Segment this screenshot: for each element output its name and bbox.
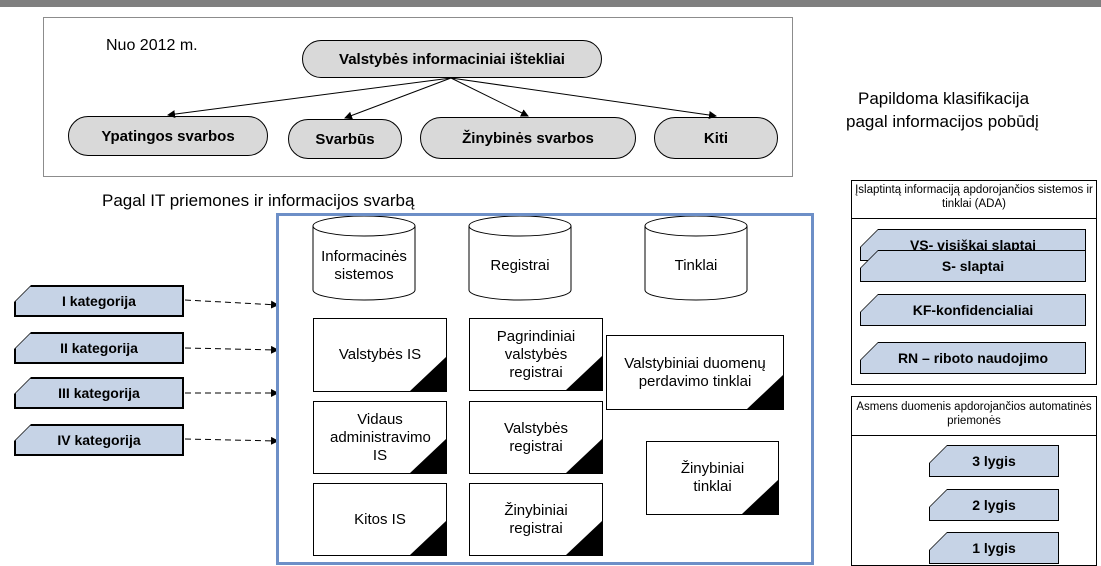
- category-1: I kategorija: [15, 286, 183, 316]
- top-divider: [0, 0, 1101, 7]
- cylinder-label-registrai: Registrai: [490, 257, 550, 274]
- ada-item-4-shape: RN – riboto naudojimo: [860, 342, 1086, 374]
- category-3: III kategorija: [15, 378, 183, 408]
- corner-mark: [410, 439, 446, 473]
- ada-item-4-label: RN – riboto naudojimo: [861, 343, 1085, 373]
- personal-item-3-shape: 1 lygis: [929, 532, 1059, 564]
- cylinder-body-3: [644, 226, 748, 301]
- registry-box-2-label: Valstybės registrai: [504, 419, 568, 455]
- registry-box-1-label: Pagrindiniai valstybės registrai: [496, 327, 576, 381]
- child-node-2: Svarbūs: [288, 119, 402, 159]
- personal-item-2-label: 2 lygis: [930, 490, 1058, 520]
- network-box-1-label: Valstybiniai duomenų perdavimo tinklai: [624, 354, 766, 390]
- corner-mark: [566, 439, 602, 473]
- corner-mark: [410, 357, 446, 391]
- child-node-3: Žinybinės svarbos: [420, 117, 636, 159]
- cylinder-body-1: [312, 226, 416, 301]
- corner-mark: [410, 521, 446, 555]
- since-label: Nuo 2012 m.: [106, 37, 198, 54]
- is-box-3-label: Kitos IS: [354, 510, 406, 528]
- is-box-1-label: Valstybės IS: [338, 346, 422, 363]
- network-box-2: Žinybiniai tinklai: [646, 441, 779, 515]
- personal-item-1-label: 3 lygis: [930, 446, 1058, 476]
- registry-box-3-label: Žinybiniai registrai: [504, 501, 568, 537]
- cylinder-label-tinklai: Tinklai: [674, 257, 718, 274]
- registry-box-2: Valstybės registrai: [469, 401, 603, 474]
- corner-mark: [566, 356, 602, 390]
- section-title: Pagal IT priemones ir informacijos svarb…: [102, 191, 415, 210]
- category-2: II kategorija: [15, 333, 183, 363]
- personal-item-2-shape: 2 lygis: [929, 489, 1059, 521]
- network-box-2-label: Žinybiniai tinklai: [680, 460, 745, 495]
- is-box-3: Kitos IS: [313, 483, 447, 556]
- personal-item-3-label: 1 lygis: [930, 533, 1058, 563]
- network-box-1: Valstybiniai duomenų perdavimo tinklai: [606, 335, 784, 410]
- registry-box-3: Žinybiniai registrai: [469, 483, 603, 556]
- ada-item-2-shape: S- slaptai: [860, 250, 1086, 282]
- personal-item-1-shape: 3 lygis: [929, 445, 1059, 477]
- right-title-line1: Papildoma klasifikacija: [858, 89, 1030, 108]
- category-4: IV kategorija: [15, 425, 183, 455]
- right-title-line2: pagal informacijos pobūdį: [846, 112, 1039, 131]
- ada-item-3-label: KF-konfidencialiai: [861, 295, 1085, 325]
- registry-box-1: Pagrindiniai valstybės registrai: [469, 318, 603, 391]
- cylinder-label-is: Informacinės sistemos: [321, 248, 407, 283]
- personal-header: Asmens duomenis apdorojančios automatinė…: [852, 400, 1096, 436]
- is-box-1: Valstybės IS: [313, 318, 447, 392]
- is-box-2-label: Vidaus administravimo IS: [330, 410, 431, 464]
- root-node: Valstybės informaciniai ištekliai: [302, 40, 602, 78]
- is-box-2: Vidaus administravimo IS: [313, 401, 447, 474]
- ada-header: Įslaptintą informaciją apdorojančios sis…: [852, 183, 1096, 219]
- child-node-1: Ypatingos svarbos: [68, 116, 268, 156]
- cylinder-body-2: [468, 226, 572, 301]
- ada-item-3-shape: KF-konfidencialiai: [860, 294, 1086, 326]
- ada-item-2-label: S- slaptai: [861, 251, 1085, 281]
- corner-mark: [742, 480, 778, 514]
- corner-mark: [566, 521, 602, 555]
- corner-mark: [747, 375, 783, 409]
